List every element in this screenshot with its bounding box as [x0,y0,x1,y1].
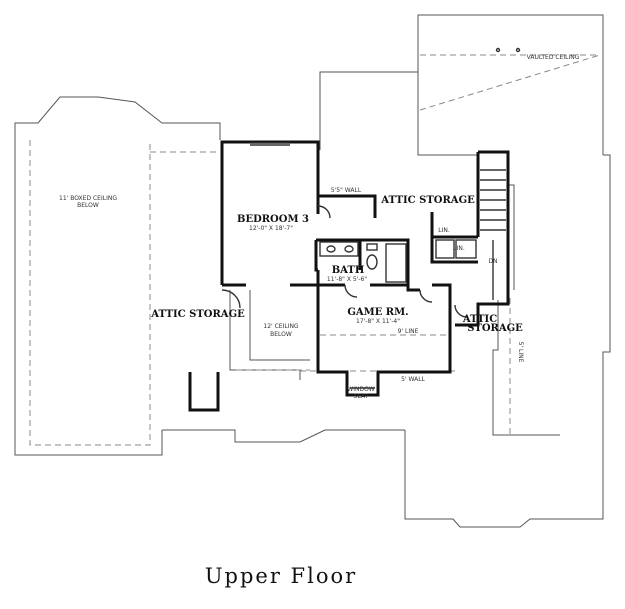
bath-name: BATH [332,265,365,276]
ceiling-below-note-1: 12' CEILING [263,323,299,330]
roof-outline [14,14,611,528]
ceiling-below-note-2: BELOW [270,331,292,338]
walls [188,140,510,412]
game-room-dims: 17'-8" X 11'-4" [356,318,400,325]
room-labels: BEDROOM 3 12'-0" X 18'-7" BATH 11'-8" X … [150,195,523,334]
linen-note-1: LIN. [453,245,465,252]
bath-dims: 11'-8" X 5'-6" [327,276,367,283]
stair-down-note: DN [488,258,497,265]
boxed-ceiling-note-1: 11' BOXED CEILING [59,195,117,202]
plan-notes: 11' BOXED CEILING BELOW 12' CEILING BELO… [59,54,580,400]
floor-caption: Upper Floor [205,564,357,588]
attic-storage-label-left: ATTIC STORAGE [150,309,245,320]
attic-storage-label-top: ATTIC STORAGE [380,195,475,206]
window-note: WINDOW [347,386,375,393]
attic-storage-label-right-1: ATTIC [462,314,497,325]
vaulted-ceiling-note: VAULTED CEILING [527,54,580,61]
wall-5-note: 5' WALL [401,376,425,383]
bedroom3-dims: 12'-0" X 18'-7" [249,225,293,232]
seat-note: SEAT [354,393,369,400]
bedroom3-name: BEDROOM 3 [237,214,309,225]
boxed-ceiling-note-2: BELOW [77,202,99,209]
linen-note-2: LIN. [438,227,450,234]
game-room-name: GAME RM. [347,307,408,318]
attic-storage-label-right-2: STORAGE [467,323,523,334]
fixtures [221,47,521,389]
wall-5-5-note: 5'5" WALL [331,187,362,194]
dashed-lines [29,54,601,446]
line-9-note: 9' LINE [398,328,419,335]
line-5-note: 5' LINE [517,342,524,363]
